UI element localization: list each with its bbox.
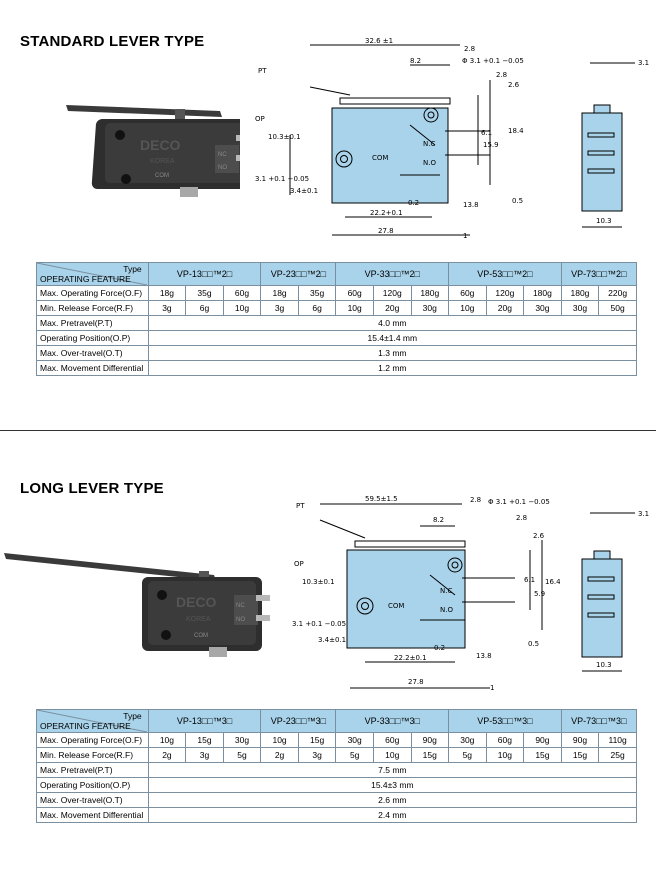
model-header: VP-73□□™3□ bbox=[560, 709, 638, 733]
svg-text:Φ 3.1 +0.1 −0.05: Φ 3.1 +0.1 −0.05 bbox=[488, 498, 550, 506]
svg-text:10.3: 10.3 bbox=[596, 217, 612, 225]
svg-text:2.8: 2.8 bbox=[464, 45, 475, 53]
svg-text:N.O: N.O bbox=[440, 606, 453, 614]
svg-text:N.C: N.C bbox=[423, 140, 435, 148]
model-header: VP-13□□™2□ bbox=[147, 262, 262, 286]
svg-text:2.8: 2.8 bbox=[470, 496, 481, 504]
svg-text:PT: PT bbox=[296, 502, 305, 510]
brand-text: DECO bbox=[140, 137, 181, 153]
svg-text:2.6: 2.6 bbox=[533, 532, 545, 540]
svg-text:3.1: 3.1 bbox=[638, 510, 649, 518]
svg-text:OP: OP bbox=[255, 115, 265, 123]
svg-text:27.8: 27.8 bbox=[378, 227, 394, 235]
dimension-drawing-standard: 32.6 ±1 2.8 8.2 Φ 3.1 +0.1 −0.05 2.8 2.6… bbox=[255, 37, 524, 240]
svg-text:0.2: 0.2 bbox=[408, 199, 419, 207]
table-row: Max. Operating Force(O.F) 10g 15g 30g 10… bbox=[36, 732, 637, 748]
dimension-drawing-long: 59.5±1.5 2.8 8.2 Φ 3.1 +0.1 −0.05 2.8 2.… bbox=[292, 495, 560, 692]
svg-text:13.8: 13.8 bbox=[476, 652, 492, 660]
model-header: VP-33□□™2□ bbox=[335, 262, 450, 286]
svg-text:COM: COM bbox=[372, 154, 388, 162]
table-row: Max. Pretravel(P.T) 4.0 mm bbox=[36, 315, 638, 331]
section-title-standard: STANDARD LEVER TYPE bbox=[20, 33, 205, 50]
table-row: Max. Operating Force(O.F) 18g 35g 60g 18… bbox=[36, 285, 637, 301]
switch-photo-standard: DECO KOREA NC NO COM bbox=[66, 105, 240, 197]
svg-text:59.5±1.5: 59.5±1.5 bbox=[365, 495, 398, 503]
svg-text:NC: NC bbox=[236, 603, 245, 609]
switch-photo-long: DECO KOREA NC NO COM bbox=[4, 553, 270, 657]
side-view-standard: 3.1 10.3 bbox=[581, 59, 649, 228]
svg-text:3.1 +0.1 −0.05: 3.1 +0.1 −0.05 bbox=[292, 620, 346, 628]
model-header: VP-23□□™3□ bbox=[260, 709, 337, 733]
svg-text:10.3±0.1: 10.3±0.1 bbox=[302, 578, 335, 586]
svg-text:Φ 3.1 +0.1 −0.05: Φ 3.1 +0.1 −0.05 bbox=[462, 57, 524, 65]
svg-text:5.9: 5.9 bbox=[534, 590, 545, 598]
svg-text:2.6: 2.6 bbox=[508, 81, 520, 89]
section-divider bbox=[0, 430, 656, 431]
svg-text:16.4: 16.4 bbox=[545, 578, 560, 586]
spec-table-standard: Type OPERATING FEATURE VP-13□□™2□ VP-23□… bbox=[36, 262, 638, 376]
model-header: VP-53□□™3□ bbox=[448, 709, 562, 733]
svg-text:COM: COM bbox=[155, 173, 169, 179]
svg-text:1: 1 bbox=[463, 232, 467, 240]
country-text: KOREA bbox=[186, 616, 211, 623]
svg-text:NO: NO bbox=[218, 165, 227, 171]
table-row: Operating Position(O.P) 15.4±3 mm bbox=[36, 777, 638, 793]
svg-text:N.O: N.O bbox=[423, 159, 436, 167]
svg-text:18.4: 18.4 bbox=[508, 127, 524, 135]
table-row: Max. Movement Differential 2.4 mm bbox=[36, 807, 638, 823]
table-row: Max. Movement Differential 1.2 mm bbox=[36, 360, 638, 376]
model-header: VP-73□□™2□ bbox=[560, 262, 638, 286]
svg-text:10.3: 10.3 bbox=[596, 661, 612, 669]
svg-text:1: 1 bbox=[490, 684, 494, 692]
table-row: Max. Pretravel(P.T) 7.5 mm bbox=[36, 762, 638, 778]
side-view-long: 3.1 10.3 bbox=[581, 510, 649, 672]
svg-text:COM: COM bbox=[388, 602, 404, 610]
table-row: Operating Position(O.P) 15.4±1.4 mm bbox=[36, 330, 638, 346]
svg-text:N.C: N.C bbox=[440, 587, 452, 595]
model-header: VP-33□□™3□ bbox=[335, 709, 450, 733]
svg-text:2.8: 2.8 bbox=[496, 71, 507, 79]
svg-text:32.6 ±1: 32.6 ±1 bbox=[365, 37, 393, 45]
svg-text:NO: NO bbox=[236, 617, 245, 623]
svg-text:6.1: 6.1 bbox=[481, 129, 492, 137]
svg-text:15.9: 15.9 bbox=[483, 141, 499, 149]
svg-text:3.1: 3.1 bbox=[638, 59, 649, 67]
svg-text:PT: PT bbox=[258, 67, 267, 75]
svg-text:OP: OP bbox=[294, 560, 304, 568]
table-row: Min. Release Force(R.F) 2g 3g 5g 2g 3g 5… bbox=[36, 747, 637, 763]
svg-text:2.8: 2.8 bbox=[516, 514, 527, 522]
svg-text:6.1: 6.1 bbox=[524, 576, 535, 584]
svg-text:22.2+0.1: 22.2+0.1 bbox=[370, 209, 403, 217]
svg-text:27.8: 27.8 bbox=[408, 678, 424, 686]
table-row: Max. Over-travel(O.T) 1.3 mm bbox=[36, 345, 638, 361]
spec-table-long: Type OPERATING FEATURE VP-13□□™3□ VP-23□… bbox=[36, 709, 638, 823]
svg-text:8.2: 8.2 bbox=[433, 516, 444, 524]
svg-text:10.3±0.1: 10.3±0.1 bbox=[268, 133, 301, 141]
svg-text:3.4±0.1: 3.4±0.1 bbox=[318, 636, 346, 644]
svg-text:8.2: 8.2 bbox=[410, 57, 421, 65]
model-header: VP-13□□™3□ bbox=[147, 709, 262, 733]
svg-text:NC: NC bbox=[218, 152, 227, 158]
country-text: KOREA bbox=[150, 158, 175, 165]
svg-text:0.2: 0.2 bbox=[434, 644, 445, 652]
svg-text:3.4±0.1: 3.4±0.1 bbox=[290, 187, 318, 195]
table-row: Min. Release Force(R.F) 3g 6g 10g 3g 6g … bbox=[36, 300, 637, 316]
svg-text:0.5: 0.5 bbox=[512, 197, 523, 205]
svg-text:3.1 +0.1 −0.05: 3.1 +0.1 −0.05 bbox=[255, 175, 309, 183]
svg-text:13.8: 13.8 bbox=[463, 201, 479, 209]
table-row: Max. Over-travel(O.T) 2.6 mm bbox=[36, 792, 638, 808]
svg-text:22.2±0.1: 22.2±0.1 bbox=[394, 654, 427, 662]
model-header: VP-53□□™2□ bbox=[448, 262, 562, 286]
svg-text:0.5: 0.5 bbox=[528, 640, 539, 648]
brand-text: DECO bbox=[176, 594, 217, 610]
table-corner-header: Type OPERATING FEATURE bbox=[36, 262, 149, 286]
table-corner-header: Type OPERATING FEATURE bbox=[36, 709, 149, 733]
section-title-long: LONG LEVER TYPE bbox=[20, 480, 164, 497]
model-header: VP-23□□™2□ bbox=[260, 262, 337, 286]
svg-text:COM: COM bbox=[194, 633, 208, 639]
